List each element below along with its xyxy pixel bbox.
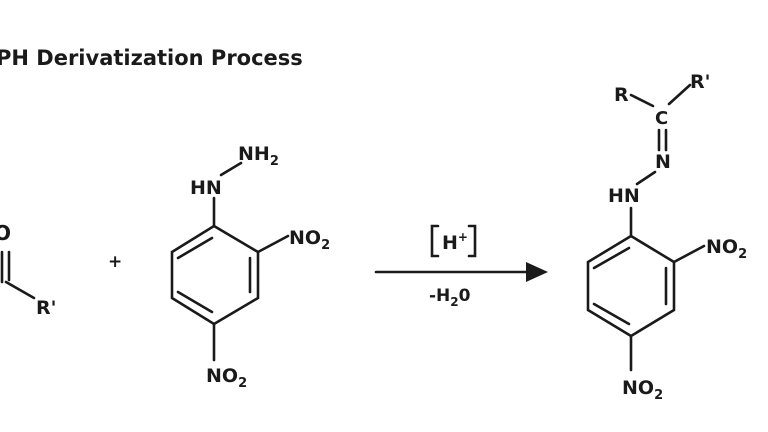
product-r-c-bond bbox=[629, 93, 655, 108]
product-r-label: R bbox=[614, 84, 629, 106]
diagram-title: PH Derivatization Process bbox=[0, 46, 303, 70]
product-hn-label: HN bbox=[608, 185, 640, 207]
dnph-n-n-bond bbox=[219, 161, 243, 177]
dnph-para-nitro-label: NO2 bbox=[206, 365, 247, 391]
product-ring-double-3 bbox=[592, 302, 631, 326]
plus-sign: + bbox=[108, 252, 122, 272]
carbonyl-r-bond bbox=[4, 280, 36, 300]
product-hydrazone: R R' C N HN NO2 NO2 bbox=[586, 71, 747, 403]
dnph-benzene-ring bbox=[170, 224, 260, 326]
reactant1-r-prime-label: R' bbox=[36, 297, 56, 319]
condition-label: -H20 bbox=[429, 286, 471, 309]
reaction-arrow: H+ -H20 bbox=[374, 224, 548, 309]
product-r-prime-label: R' bbox=[690, 71, 710, 93]
catalyst-bracket-right bbox=[467, 224, 477, 258]
product-imine-n-label: N bbox=[655, 151, 671, 173]
catalyst-bracket-left bbox=[430, 224, 440, 258]
carbonyl-oxygen-label: O bbox=[0, 221, 11, 245]
reactant-carbonyl: O R' bbox=[0, 221, 56, 319]
dnph-ring-double-1 bbox=[176, 236, 214, 260]
reactant-dnph: HN NH2 NO2 NO2 bbox=[170, 143, 330, 391]
product-para-nitro-label: NO2 bbox=[622, 377, 663, 403]
product-carbon-label: C bbox=[655, 108, 668, 129]
catalyst-label: H+ bbox=[442, 230, 468, 254]
product-benzene-ring bbox=[586, 234, 676, 338]
product-ring-double-1 bbox=[592, 246, 631, 270]
dnph-hn-label: HN bbox=[190, 177, 222, 199]
dnph-ortho-nitro-bond bbox=[256, 234, 290, 254]
product-n-n-bond bbox=[635, 170, 657, 186]
product-r-prime-c-bond bbox=[667, 83, 692, 106]
product-ortho-nitro-bond bbox=[672, 244, 706, 264]
dnph-ortho-nitro-label: NO2 bbox=[289, 227, 330, 253]
arrow-head bbox=[526, 262, 548, 282]
dnph-nh2-label: NH2 bbox=[238, 143, 279, 169]
product-ortho-nitro-label: NO2 bbox=[706, 236, 747, 262]
dnph-ring-double-3 bbox=[176, 290, 214, 314]
